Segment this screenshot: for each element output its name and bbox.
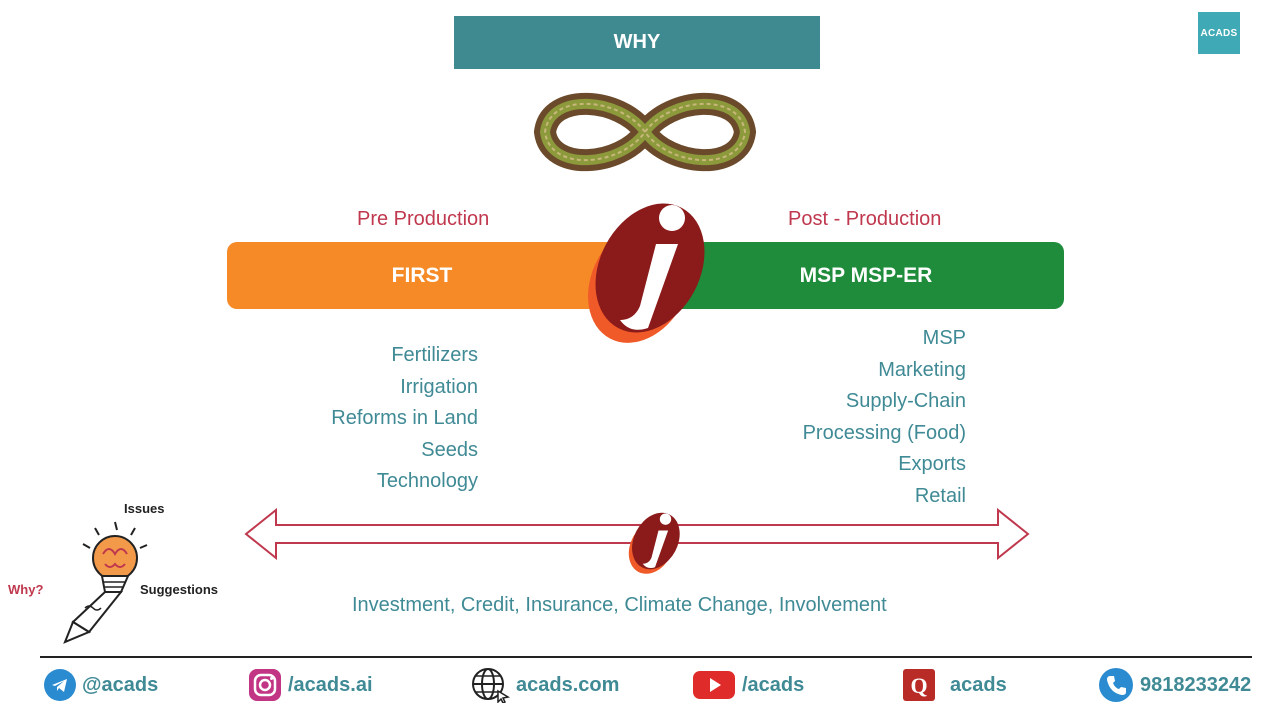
list-item: Fertilizers — [391, 344, 478, 366]
youtube-link[interactable]: /acads — [692, 667, 804, 703]
issues-label: Issues — [124, 501, 165, 516]
instagram-link[interactable]: /acads.ai — [248, 667, 373, 703]
post-production-list: MSP Marketing Supply-Chain Processing (F… — [700, 323, 966, 513]
pre-production-list: Fertilizers Irrigation Reforms in Land S… — [250, 340, 478, 498]
list-item: Marketing — [878, 358, 966, 381]
suggestions-label: Suggestions — [140, 582, 219, 597]
website-link[interactable]: acads.com — [470, 667, 619, 703]
list-item: Reforms in Land — [331, 407, 478, 430]
why-title: WHY — [613, 31, 661, 53]
phone-number: 9818233242 — [1140, 673, 1252, 696]
telegram-link[interactable]: @acads — [44, 667, 158, 703]
youtube-handle: /acads — [742, 673, 805, 696]
list-item: Supply-Chain — [845, 390, 966, 413]
infinity-farm-icon — [533, 92, 757, 172]
lightbulb-pencil-icon — [63, 521, 148, 644]
footer-divider — [40, 656, 1252, 658]
website-url: acads.com — [516, 673, 620, 696]
pre-production-label: Pre Production — [357, 208, 490, 230]
q-app-icon: Q — [903, 669, 935, 701]
list-item: Irrigation — [400, 375, 478, 398]
q-app-handle: acads — [950, 673, 1007, 696]
icici-i-small-icon — [628, 512, 680, 574]
why-label: Why? — [8, 582, 44, 597]
list-item: Processing (Food) — [802, 421, 966, 444]
list-item: Technology — [376, 470, 478, 493]
telegram-icon — [44, 669, 76, 701]
phone-icon — [1099, 668, 1133, 702]
post-production-label: Post - Production — [788, 208, 942, 230]
telegram-handle: @acads — [82, 673, 159, 696]
list-item: Exports — [898, 453, 966, 476]
msp-bar: MSP MSP-ER — [640, 242, 1064, 309]
list-item: Retail — [914, 484, 966, 507]
list-item: Seeds — [421, 438, 478, 461]
svg-text:Q: Q — [910, 673, 927, 698]
instagram-handle: /acads.ai — [288, 673, 373, 696]
list-item: MSP — [922, 327, 966, 349]
phone-link[interactable]: 9818233242 — [1098, 667, 1251, 703]
first-bar-label: FIRST — [391, 263, 453, 287]
msp-bar-label: MSP MSP-ER — [799, 263, 933, 287]
bottom-factors: Investment, Credit, Insurance, Climate C… — [352, 594, 887, 616]
q-app-link[interactable]: Q acads — [902, 667, 1007, 703]
globe-icon — [472, 668, 510, 703]
instagram-icon — [249, 669, 281, 701]
acads-logo: ACADS — [1198, 12, 1240, 54]
icici-i-icon — [588, 203, 705, 343]
youtube-icon — [693, 671, 735, 699]
why-title-box: WHY — [454, 16, 820, 69]
first-bar: FIRST — [227, 242, 647, 309]
